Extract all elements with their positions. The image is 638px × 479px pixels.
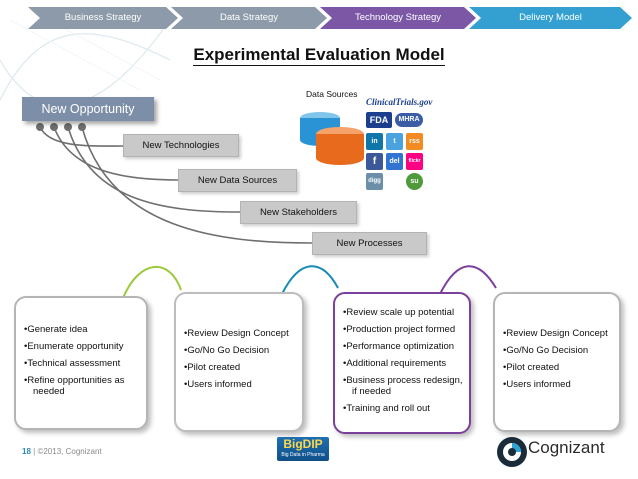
bigdip-logo: BigDIP Big Data in Pharma <box>277 437 329 461</box>
stage-item: Generate idea <box>24 324 140 335</box>
clinicaltrials-logo: ClinicalTrials.gov <box>366 97 433 107</box>
bigdip-tag: Big Data in Pharma <box>281 452 325 458</box>
footer: 18 | ©2013, Cognizant <box>22 447 102 456</box>
cognizant-wordmark: Cognizant <box>528 438 605 457</box>
stage-item: Enumerate opportunity <box>24 341 140 352</box>
nav-step-delivery-model[interactable]: Delivery Model <box>469 7 632 29</box>
stage-item: Refine opportunities as needed <box>24 375 140 397</box>
stage-item: Go/No Go Decision <box>184 345 296 356</box>
process-nav: Business Strategy Data Strategy Technolo… <box>28 7 632 29</box>
stage-item: Review scale up potential <box>343 307 463 318</box>
delicious-icon: del <box>386 153 403 170</box>
fda-logo: FDA <box>366 112 392 128</box>
stage-item: Business process redesign, if needed <box>343 375 463 397</box>
branch-new-technologies: New Technologies <box>123 134 239 157</box>
new-opportunity-box: New Opportunity <box>22 97 154 121</box>
twitter-icon: t <box>386 133 403 150</box>
stage-item: Users informed <box>184 379 296 390</box>
stage-item: Pilot created <box>184 362 296 373</box>
stage-item: Performance optimization <box>343 341 463 352</box>
nav-step-business-strategy[interactable]: Business Strategy <box>28 7 178 29</box>
stage-card-delivery: Review Design Concept Go/No Go Decision … <box>493 292 621 432</box>
mhra-logo: MHRA <box>395 113 423 127</box>
data-sources-label: Data Sources <box>306 89 358 99</box>
nav-step-technology-strategy[interactable]: Technology Strategy <box>320 7 476 29</box>
page-number: 18 <box>22 447 31 456</box>
branch-new-stakeholders: New Stakeholders <box>240 201 357 224</box>
stage-item: Review Design Concept <box>184 328 296 339</box>
digg-icon: digg <box>366 173 383 190</box>
copyright: ©2013, Cognizant <box>37 447 102 456</box>
stumbleupon-icon: su <box>406 173 423 190</box>
stage-item: Additional requirements <box>343 358 463 369</box>
stage-item: Training and roll out <box>343 403 463 414</box>
stage-card-scale-up: Review scale up potential Production pro… <box>333 292 471 434</box>
nav-step-data-strategy[interactable]: Data Strategy <box>171 7 327 29</box>
footer-separator: | <box>33 447 38 456</box>
stage-item: Technical assessment <box>24 358 140 369</box>
stage-item: Go/No Go Decision <box>503 345 613 356</box>
stage-item: Users informed <box>503 379 613 390</box>
branch-new-data-sources: New Data Sources <box>178 169 297 192</box>
rss-icon: rss <box>406 133 423 150</box>
stage-item: Review Design Concept <box>503 328 613 339</box>
facebook-icon: f <box>366 153 383 170</box>
stage-item: Production project formed <box>343 324 463 335</box>
flickr-icon: flickr <box>406 153 423 170</box>
database-icon <box>300 112 364 165</box>
stage-item: Pilot created <box>503 362 613 373</box>
branch-new-processes: New Processes <box>312 232 427 255</box>
linkedin-icon: in <box>366 133 383 150</box>
page-title: Experimental Evaluation Model <box>193 45 445 66</box>
stage-card-pilot: Review Design Concept Go/No Go Decision … <box>174 292 304 432</box>
cognizant-logo-icon <box>497 437 527 467</box>
bigdip-name: BigDIP <box>283 437 323 451</box>
stage-card-ideation: Generate idea Enumerate opportunity Tech… <box>14 296 148 430</box>
